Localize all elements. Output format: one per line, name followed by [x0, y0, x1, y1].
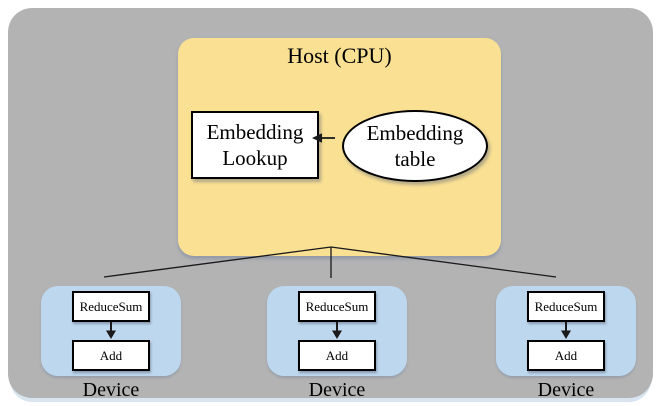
device-label-2: Device: [308, 379, 366, 401]
down-arrow-icon: [561, 322, 571, 339]
reducesum-label-3: ReduceSum: [534, 298, 598, 314]
add-label-1: Add: [99, 347, 123, 363]
device-box-1: ReduceSum Add: [41, 286, 181, 376]
add-node-1: Add: [72, 340, 150, 371]
embedding-table-label: Embedding table: [366, 120, 464, 171]
device-box-3: ReduceSum Add: [496, 286, 636, 376]
reducesum-node-2: ReduceSum: [298, 291, 376, 322]
embedding-lookup-label: Embedding Lookup: [206, 119, 304, 170]
add-node-3: Add: [527, 340, 605, 371]
device-unit-3: ReduceSum Add Device: [496, 286, 636, 402]
down-arrow-icon: [332, 322, 342, 339]
diagram-background: Host (CPU) Embedding Lookup Embedding ta…: [8, 8, 653, 401]
add-node-2: Add: [298, 340, 376, 371]
down-arrow-icon: [106, 322, 116, 339]
add-label-3: Add: [554, 347, 578, 363]
reducesum-label-1: ReduceSum: [79, 298, 143, 314]
device-unit-2: ReduceSum Add Device: [267, 286, 407, 402]
add-label-2: Add: [325, 347, 349, 363]
device-box-2: ReduceSum Add: [267, 286, 407, 376]
device-label-1: Device: [82, 379, 140, 401]
host-title: Host (CPU): [287, 43, 392, 68]
reducesum-node-1: ReduceSum: [72, 291, 150, 322]
reducesum-label-2: ReduceSum: [305, 298, 369, 314]
embedding-table-node: Embedding table: [342, 110, 488, 182]
device-label-3: Device: [537, 379, 595, 401]
device-unit-1: ReduceSum Add Device: [41, 286, 181, 402]
reducesum-node-3: ReduceSum: [527, 291, 605, 322]
embedding-lookup-node: Embedding Lookup: [191, 111, 319, 179]
